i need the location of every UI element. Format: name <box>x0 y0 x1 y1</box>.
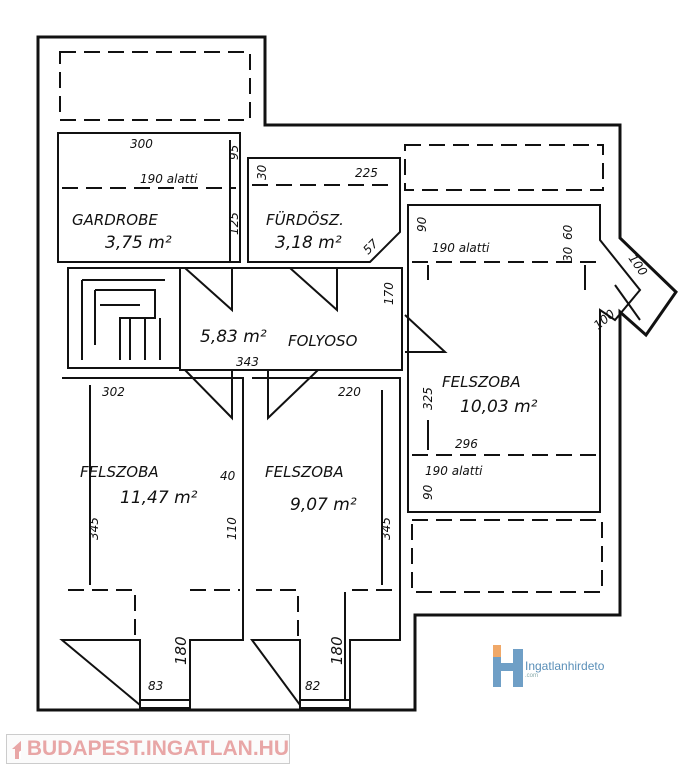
dim-label: 100 <box>591 307 618 333</box>
door-swing <box>184 267 233 313</box>
watermark-text: Ingatlanhirdeto <box>525 659 605 673</box>
dim-label: 296 <box>455 437 478 451</box>
dashed-line <box>68 589 396 640</box>
dim-label: 325 <box>421 387 435 410</box>
note-label: 190 alatti <box>432 241 490 255</box>
dashed-zone <box>59 51 251 121</box>
dashed-zone <box>411 519 603 593</box>
room-area: 10,03 m² <box>460 397 538 417</box>
ingatlanhirdeto-logo-icon <box>493 645 523 687</box>
stair-steps <box>81 279 165 360</box>
dim-label: 90 <box>421 484 435 500</box>
dim-label: 30 <box>255 164 269 180</box>
room-area: 9,07 m² <box>290 495 357 515</box>
dimension-arrow <box>89 140 586 700</box>
dim-label: 170 <box>382 282 396 305</box>
budapest-ingatlan-watermark: BUDAPEST.INGATLAN.HU <box>6 734 290 764</box>
dim-label: 300 <box>130 137 153 151</box>
corridor <box>179 267 403 371</box>
door-swing <box>289 267 338 313</box>
dim-label: 110 <box>225 517 239 540</box>
room-area: 5,83 m² <box>200 327 267 347</box>
dim-label: 125 <box>227 212 241 235</box>
dim-label: 95 <box>227 145 241 160</box>
door-swing <box>404 314 448 353</box>
window <box>299 699 351 709</box>
room-name: FÜRDÖSZ. <box>266 210 344 229</box>
dim-label: 225 <box>355 166 378 180</box>
outer-wall <box>36 35 678 712</box>
room-felszoba-mid <box>250 377 401 709</box>
room-furdo <box>247 157 401 263</box>
dim-label: 40 <box>220 469 236 483</box>
dim-label: 302 <box>102 385 125 399</box>
dim-label: 343 <box>236 355 259 369</box>
dim-label: 100 <box>626 252 651 279</box>
dim-label: 345 <box>379 517 393 540</box>
room-area: 3,75 m² <box>105 233 172 253</box>
room-felszoba-left <box>59 377 244 708</box>
room-name: FELSZOBA <box>442 373 521 391</box>
dim-label: 345 <box>87 517 101 540</box>
room-name: GARDROBE <box>72 211 158 229</box>
room-name: FOLYOSO <box>288 332 358 350</box>
dim-label: 60 <box>561 224 575 240</box>
room-name: FELSZOBA <box>80 463 159 481</box>
door-swing <box>184 369 233 421</box>
dim-label: 90 <box>415 216 429 232</box>
dim-label: 82 <box>305 679 320 693</box>
room-name: FELSZOBA <box>265 463 344 481</box>
dashed-zone <box>404 144 604 191</box>
house-icon <box>12 741 21 759</box>
note-label: 190 alatti <box>140 172 198 186</box>
dim-label: 30 <box>561 246 575 262</box>
note-label: 190 alatti <box>425 464 483 478</box>
door-swing <box>267 369 319 421</box>
ingatlanhirdeto-watermark: Ingatlanhirdeto.com <box>493 645 604 689</box>
room-area: 11,47 m² <box>120 488 198 508</box>
dim-label: 180 <box>172 636 190 665</box>
room-area: 3,18 m² <box>275 233 342 253</box>
watermark-subtext: .com <box>525 673 539 679</box>
room-gardrobe <box>57 132 241 263</box>
watermark-text: BUDAPEST.INGATLAN.HU <box>26 737 289 760</box>
dim-label: 180 <box>328 636 346 665</box>
dim-label: 220 <box>338 385 361 399</box>
window <box>139 699 191 709</box>
dim-label: 83 <box>148 679 163 693</box>
door-swing <box>614 284 641 321</box>
room-felszoba-right <box>407 204 642 513</box>
